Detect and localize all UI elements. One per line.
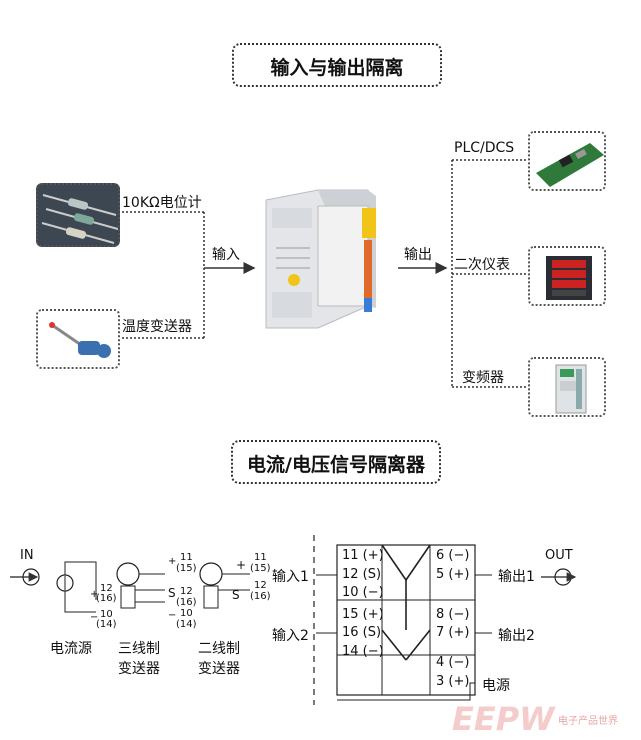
terminal-5: 5 (+) [436,567,470,582]
cs-plus: + [90,589,99,600]
input-2-label: 输入2 [272,628,309,644]
2w-s: S [232,588,240,602]
bottom-title: 电流/电压信号隔离器 [247,454,425,476]
top-title: 输入与输出隔离 [270,57,404,79]
terminal-14: 14 (−) [342,644,384,659]
three-wire-label-2: 变送器 [118,661,160,677]
cs-pin-16: (16) [96,593,117,604]
tw-pin-10: 10 [180,608,193,619]
power-label: 电源 [482,678,510,694]
terminal-16: 16 (S) [342,625,382,640]
tw-plus: + [168,556,177,567]
2w-pin-16: (16) [250,591,271,602]
output-plc-dcs-label: PLC/DCS [454,140,515,156]
cs-pin-12: 12 [100,583,113,594]
in-label: IN [20,548,34,563]
tw-s: S [168,586,176,600]
tw-minus: − [168,610,177,621]
bottom-title-box [231,440,441,484]
2w-pin-12: 12 [254,580,267,591]
potentiometer-image [36,183,120,247]
output-arrow-label: 输出 [404,247,432,263]
two-wire-label-2: 变送器 [198,661,240,677]
isolator-module-image [258,188,394,338]
cs-minus: − [90,612,99,623]
terminal-12: 12 (S) [342,567,382,582]
input-1-label: 输入1 [272,569,309,585]
terminal-15: 15 (+) [342,607,384,622]
current-source-label: 电流源 [50,641,92,657]
terminal-3: 3 (+) [436,674,470,689]
tw-pin-12: 12 [180,586,193,597]
eepw-logo: EEPW 电子产品世界 [452,700,632,736]
2w-pin-11: 11 [254,552,267,563]
top-title-box [232,43,442,87]
2w-pin-15: (15) [250,563,271,574]
out-label: OUT [545,548,573,563]
tw-pin-11: 11 [180,552,193,563]
secondary-meter-image [528,246,606,306]
input-source-temperature-transmitter: 温度变送器 [122,319,192,335]
terminal-4: 4 (−) [436,655,470,670]
terminal-6: 6 (−) [436,548,470,563]
plc-dcs-image [528,131,606,191]
terminal-8: 8 (−) [436,607,470,622]
tw-pin-14: (14) [176,619,197,630]
temperature-transmitter-image [36,309,120,369]
inverter-image [528,357,606,417]
terminal-10: 10 (−) [342,585,384,600]
svg-text:电子产品世界: 电子产品世界 [558,714,618,727]
2w-plus: + [236,558,247,572]
input-arrow-label: 输入 [212,247,240,263]
output-inverter-label: 变频器 [462,370,504,386]
svg-text:EEPW: EEPW [452,700,556,736]
output-2-label: 输出2 [498,628,535,644]
output-secondary-meter-label: 二次仪表 [454,257,510,273]
tw-pin-15: (15) [176,563,197,574]
two-wire-label-1: 二线制 [198,641,240,657]
three-wire-label-1: 三线制 [118,641,160,657]
tw-pin-16: (16) [176,597,197,608]
cs-pin-10: 10 [100,609,113,620]
input-source-potentiometer: 10KΩ电位计 [122,195,202,211]
cs-pin-14: (14) [96,619,117,630]
terminal-11: 11 (+) [342,548,384,563]
terminal-7: 7 (+) [436,625,470,640]
output-1-label: 输出1 [498,569,535,585]
